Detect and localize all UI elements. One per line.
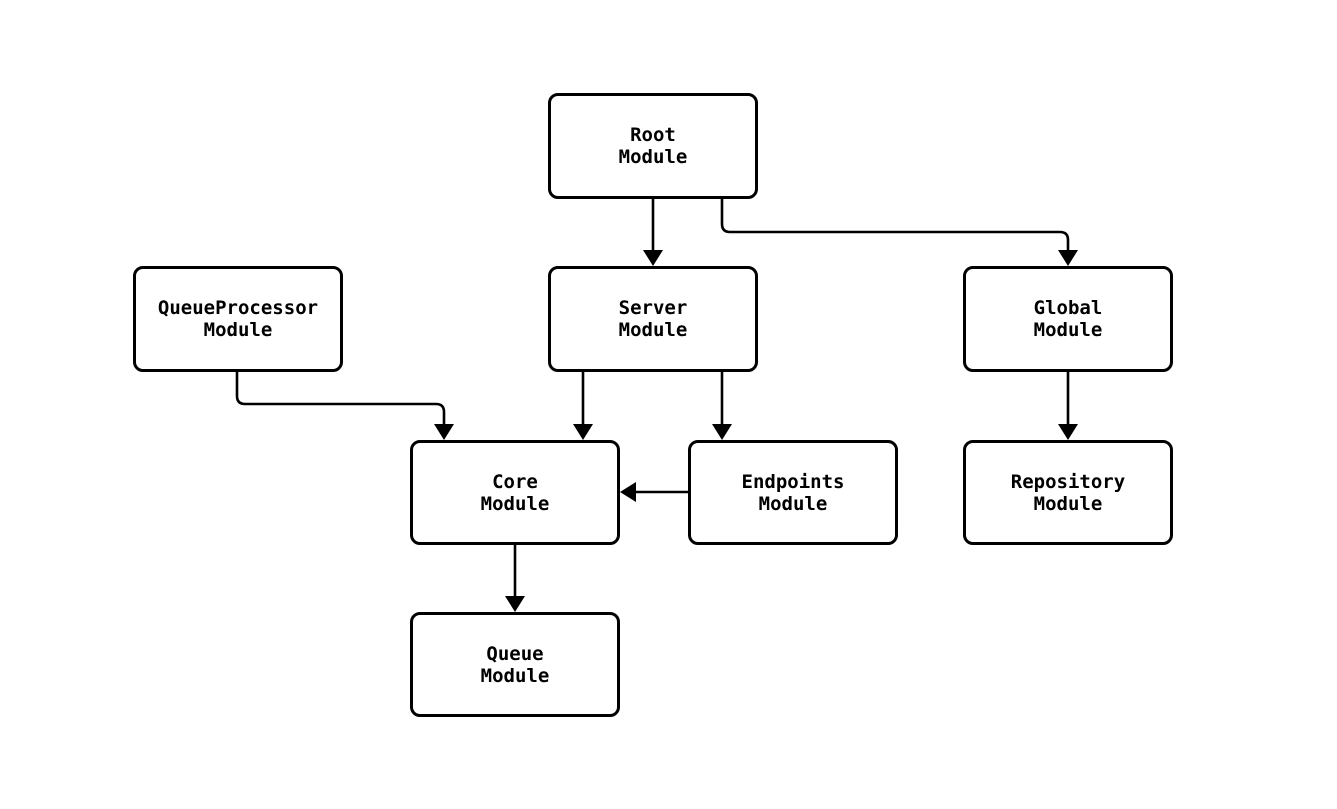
node-label-line: Repository xyxy=(1010,470,1126,493)
node-label-line: Root xyxy=(630,124,676,146)
node-label-line: Module xyxy=(1033,492,1103,515)
arrowhead-global-repository xyxy=(1058,424,1078,440)
node-label-line: Module xyxy=(1033,319,1103,341)
arrowhead-root-server xyxy=(643,250,663,266)
node-label-line: Queue xyxy=(486,642,544,665)
node-label-line: Global xyxy=(1033,297,1103,319)
node-label-line: Endpoints xyxy=(741,470,845,493)
node-label-line: Core xyxy=(492,470,538,493)
node-label-line: Module xyxy=(480,664,550,687)
node-label-line: Module xyxy=(480,492,550,515)
node-label-line: QueueProcessor xyxy=(157,297,319,319)
arrowhead-root-global xyxy=(1058,250,1078,266)
arrowhead-server-endpoints xyxy=(712,424,732,440)
arrowhead-server-core xyxy=(573,424,593,440)
arrowhead-endpoints-core xyxy=(620,482,636,502)
arrowhead-core-queue xyxy=(505,596,525,612)
node-label-line: Module xyxy=(203,319,273,341)
node-label-line: Module xyxy=(618,146,688,168)
node-label-line: Server xyxy=(618,297,688,319)
arrowhead-queueprocessor-core xyxy=(434,424,454,440)
node-label-line: Module xyxy=(618,319,688,341)
edge-queueprocessor-core xyxy=(235,372,446,424)
node-label-line: Module xyxy=(758,492,828,515)
edge-root-global xyxy=(720,199,1070,250)
